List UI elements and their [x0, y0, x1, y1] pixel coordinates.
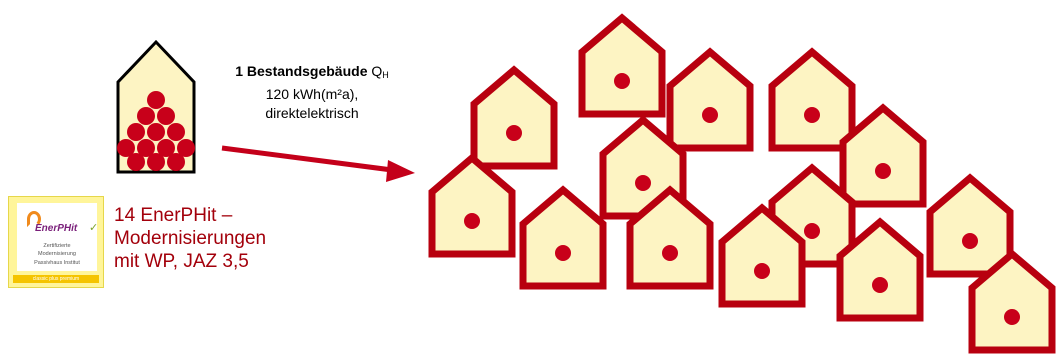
energy-dot	[127, 123, 145, 141]
retrofit-house	[578, 13, 666, 118]
retrofit-house	[470, 65, 558, 170]
energy-dot	[147, 153, 165, 171]
retrofits-line-3: mit WP, JAZ 3,5	[114, 251, 249, 272]
house-outline	[768, 47, 856, 152]
heating-type: direktelektrisch	[265, 105, 359, 121]
energy-dot	[157, 107, 175, 125]
retrofit-house	[718, 203, 806, 308]
energy-dot	[127, 153, 145, 171]
retrofit-house	[926, 173, 1014, 278]
retrofit-house	[626, 185, 714, 290]
energy-dot	[147, 91, 165, 109]
existing-building-title: 1 Bestandsgebäude	[235, 63, 368, 79]
energy-dot	[555, 245, 571, 261]
house-outline	[626, 185, 714, 290]
house-outline	[428, 153, 516, 258]
energy-dot	[875, 163, 891, 179]
existing-building	[116, 39, 196, 174]
energy-dot	[962, 233, 978, 249]
logo-line-3: Passivhaus Institut	[34, 260, 80, 266]
heat-demand-subscript: H	[382, 70, 389, 80]
energy-dot	[464, 213, 480, 229]
retrofit-house	[968, 249, 1056, 354]
house-outline	[578, 13, 666, 118]
retrofit-house	[768, 47, 856, 152]
energy-dots	[117, 91, 195, 171]
logo-brand: EnerPHit	[35, 223, 78, 234]
house-outline	[968, 249, 1056, 354]
existing-building-caption: 1 Bestandsgebäude QH 120 kWh(m²a), direk…	[212, 62, 412, 123]
house-outline	[718, 203, 806, 308]
energy-dot	[117, 139, 135, 157]
energy-dot	[137, 107, 155, 125]
check-icon: ✓	[89, 222, 99, 234]
arrow	[221, 145, 415, 182]
heat-demand-value: 120 kWh(m²a),	[265, 86, 359, 102]
energy-dot	[506, 125, 522, 141]
energy-dot	[804, 223, 820, 239]
energy-dot	[137, 139, 155, 157]
enerphit-logo: EnerPHit ✓ Zertifizierte Modernisierung …	[8, 196, 104, 288]
swirl-icon	[27, 211, 41, 227]
house-outline	[666, 47, 754, 152]
energy-dot	[702, 107, 718, 123]
logo-line-2: Modernisierung	[38, 251, 76, 257]
retrofit-house	[428, 153, 516, 258]
energy-dot	[147, 123, 165, 141]
retrofit-house	[519, 185, 607, 290]
retrofit-house	[666, 47, 754, 152]
energy-dot	[614, 73, 630, 89]
energy-dot	[157, 139, 175, 157]
logo-class-bar: classic plus premium	[13, 275, 99, 283]
house-outline	[470, 65, 558, 170]
energy-dot	[177, 139, 195, 157]
logo-line-1: Zertifizierte	[43, 243, 71, 249]
energy-dot	[662, 245, 678, 261]
retrofits-label: 14 EnerPHit – Modernisierungen mit WP, J…	[114, 204, 314, 273]
retrofits-line-2: Modernisierungen	[114, 228, 267, 249]
house-outline	[926, 173, 1014, 278]
house-outline	[836, 217, 924, 322]
heat-demand-symbol: Q	[371, 63, 383, 79]
logo-panel: EnerPHit ✓ Zertifizierte Modernisierung …	[17, 203, 99, 271]
retrofit-house	[836, 217, 924, 322]
energy-dot	[804, 107, 820, 123]
retrofits-line-1: 14 EnerPHit –	[114, 205, 233, 226]
retrofit-houses	[428, 13, 1056, 354]
house-outline	[519, 185, 607, 290]
energy-dot	[1004, 309, 1020, 325]
energy-dot	[754, 263, 770, 279]
energy-dot	[872, 277, 888, 293]
energy-dot	[167, 153, 185, 171]
energy-dot	[635, 175, 651, 191]
energy-dot	[167, 123, 185, 141]
